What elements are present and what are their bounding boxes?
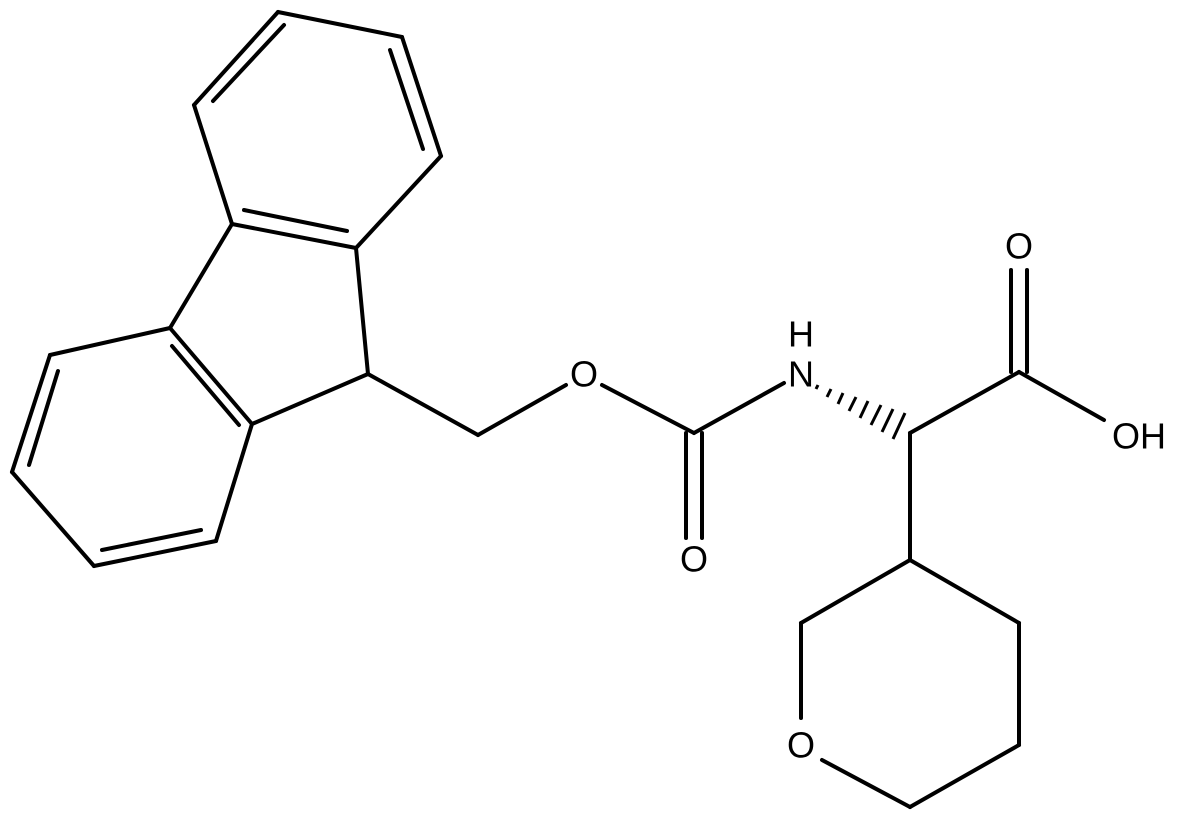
hash-line	[847, 396, 858, 412]
bond	[192, 103, 234, 226]
hash-line	[869, 404, 883, 426]
bond	[92, 539, 218, 568]
bond	[276, 10, 404, 39]
bond	[27, 369, 60, 467]
bond	[600, 383, 696, 435]
ring-oxygen-label: O	[787, 725, 815, 766]
bond	[366, 372, 480, 437]
bond	[476, 383, 568, 437]
hashed-wedge-bond	[814, 384, 907, 440]
bond	[48, 326, 172, 357]
hash-line	[836, 392, 845, 405]
carbamate-linker	[366, 372, 786, 540]
hash-line	[880, 408, 895, 433]
atom-labels: O H N O O OH O	[570, 226, 1166, 766]
bond	[230, 222, 358, 250]
bond	[400, 35, 443, 158]
amide-hydrogen-label: H	[788, 314, 814, 355]
bond	[692, 381, 786, 435]
bond	[388, 48, 425, 151]
hash-line	[814, 384, 820, 390]
fluorene-lower-ring	[10, 326, 254, 568]
bond	[908, 370, 1021, 435]
bond	[908, 558, 1021, 625]
carbonyl-oxygen-label: O	[680, 539, 708, 580]
carboxylic-acid	[908, 268, 1106, 435]
bond	[192, 10, 280, 107]
bond	[354, 246, 370, 376]
bond	[1017, 370, 1106, 422]
bond	[168, 326, 254, 426]
bond	[214, 422, 254, 543]
hash-line	[825, 388, 833, 398]
bond	[10, 470, 96, 568]
bond	[100, 528, 203, 552]
acid-carbonyl-oxygen-label: O	[1005, 226, 1033, 267]
bond	[799, 558, 912, 625]
ester-oxygen-label: O	[570, 354, 598, 395]
hash-line	[858, 400, 870, 419]
bond	[168, 222, 234, 330]
bond	[354, 154, 443, 250]
fluorene-upper-ring	[192, 10, 443, 250]
tetrahydropyran-ring	[799, 431, 1021, 809]
bond	[170, 344, 241, 427]
hydroxyl-label: OH	[1112, 416, 1166, 457]
amide-nitrogen-label: N	[788, 354, 814, 395]
bond	[242, 208, 349, 233]
fluorene-five-ring	[168, 222, 370, 426]
bond	[211, 23, 286, 103]
bond	[250, 372, 370, 426]
hash-line	[891, 412, 907, 440]
bond	[908, 743, 1021, 809]
bond	[10, 353, 52, 474]
bond	[820, 758, 912, 809]
